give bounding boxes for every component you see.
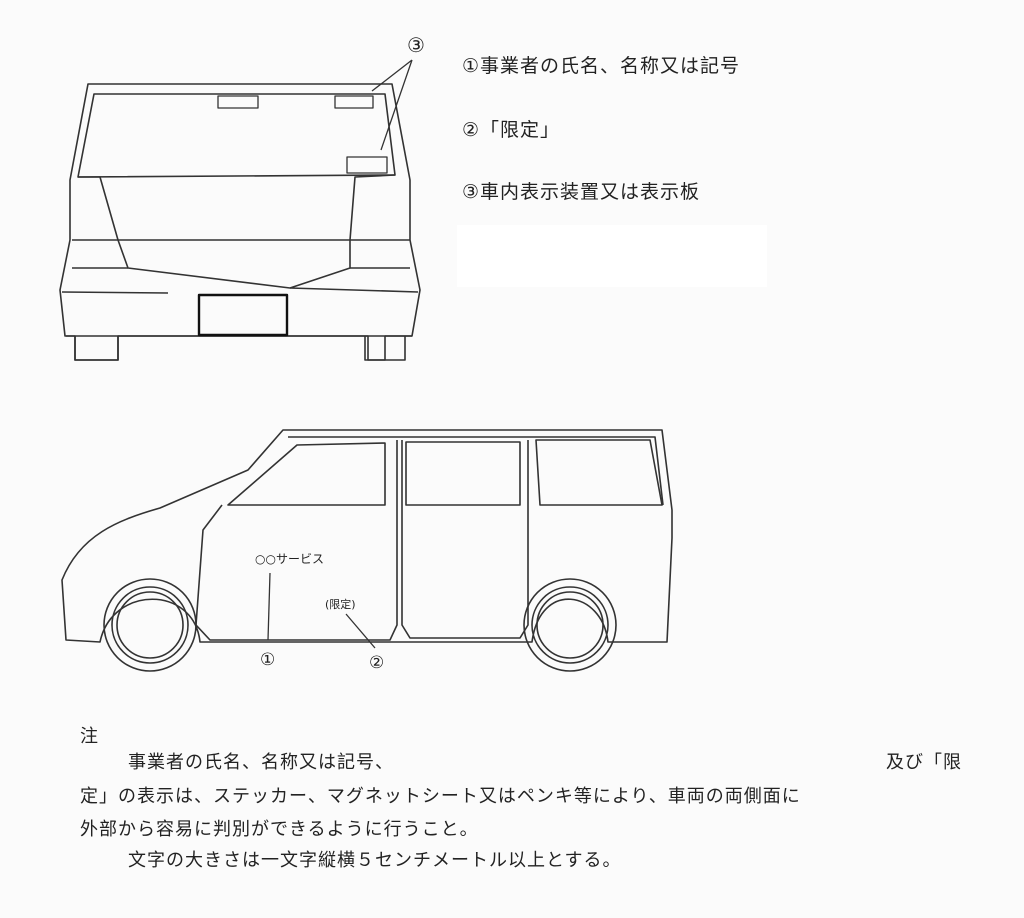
legend-item-display: ③車内表示装置又は表示板 xyxy=(462,181,701,203)
windshield-display-right xyxy=(334,95,374,109)
side-view xyxy=(61,429,673,672)
side-limited-label: (限定) xyxy=(325,597,356,611)
side-callout-1-label: ① xyxy=(260,650,275,670)
front-view xyxy=(59,59,421,361)
redacted-area xyxy=(457,225,767,287)
side-callout-2-label: ② xyxy=(369,653,384,673)
legend-item-name: ①事業者の氏名、名称又は記号 xyxy=(462,55,741,77)
note-line-1a: 事業者の氏名、名称又は記号、 xyxy=(128,752,394,773)
legend-item-limited: ②「限定」 xyxy=(462,119,561,141)
windshield-display-lower xyxy=(346,156,388,174)
side-company-label: ○○サービス xyxy=(255,552,324,566)
note-line-4: 文字の大きさは一文字縦横５センチメートル以上とする。 xyxy=(128,850,622,871)
note-line-1b: 及び「限 xyxy=(886,752,962,773)
windshield-display-left xyxy=(217,95,259,109)
note-line-2: 定」の表示は、ステッカー、マグネットシート又はペンキ等により、車両の両側面に xyxy=(80,786,801,807)
front-callout-label: ③ xyxy=(407,33,425,57)
note-line-3: 外部から容易に判別ができるように行うこと。 xyxy=(80,819,479,840)
license-plate xyxy=(197,293,289,337)
callout-leader-front xyxy=(371,59,413,151)
note-heading: 注 xyxy=(80,726,98,747)
